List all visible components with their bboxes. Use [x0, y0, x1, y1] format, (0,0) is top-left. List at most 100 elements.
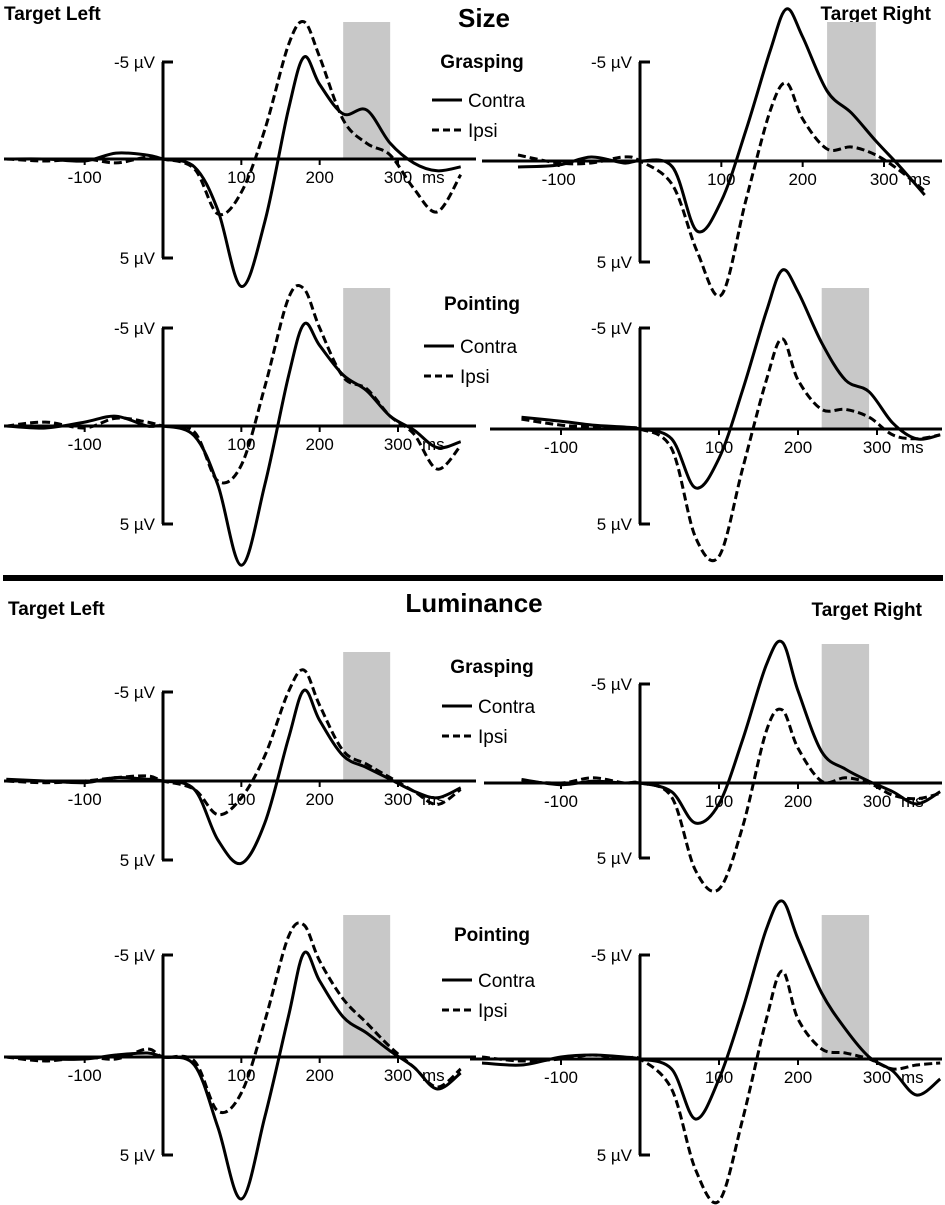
- x-tick-label: 200: [305, 168, 333, 187]
- x-tick-label: -100: [68, 790, 102, 809]
- x-tick-label: 200: [305, 435, 333, 454]
- x-tick-label: 300: [384, 1066, 412, 1085]
- x-tick-label: 100: [227, 435, 255, 454]
- x-tick-label: 200: [305, 790, 333, 809]
- ipsi-trace: [521, 337, 941, 563]
- analysis-window: [821, 915, 870, 1059]
- y-tick-label: 5 µV: [597, 515, 633, 534]
- legend-ipsi-label: Ipsi: [478, 727, 508, 748]
- x-unit-label: ms: [901, 438, 924, 457]
- condition-label-size-pointing: Pointing: [444, 294, 520, 315]
- y-tick-label: -5 µV: [591, 946, 633, 965]
- target-left-label-size: Target Left: [4, 4, 101, 25]
- x-tick-label: 200: [784, 792, 812, 811]
- ipsi-trace: [6, 668, 462, 817]
- legend-ipsi-label: Ipsi: [478, 1001, 508, 1022]
- analysis-window: [343, 288, 391, 426]
- legend-contra-label: Contra: [460, 337, 517, 358]
- x-tick-label: 300: [863, 438, 891, 457]
- y-tick-label: -5 µV: [114, 319, 156, 338]
- ipsi-trace: [481, 969, 941, 1205]
- contra-trace: [6, 950, 462, 1201]
- x-tick-label: 100: [705, 438, 733, 457]
- y-tick-label: 5 µV: [120, 515, 156, 534]
- analysis-window: [343, 22, 391, 159]
- condition-label-luminance-pointing: Pointing: [454, 925, 530, 946]
- x-tick-label: 200: [784, 1068, 812, 1087]
- y-tick-label: 5 µV: [597, 849, 633, 868]
- x-unit-label: ms: [901, 1068, 924, 1087]
- legend-contra-label: Contra: [468, 91, 525, 112]
- x-tick-label: 300: [863, 1068, 891, 1087]
- x-unit-label: ms: [422, 168, 445, 187]
- erp-panel: -5 µV 5 µV -100 100 200 300 ms: [4, 20, 476, 288]
- section-title-luminance: Luminance: [405, 588, 542, 618]
- x-tick-label: 300: [870, 170, 898, 189]
- x-tick-label: 200: [784, 438, 812, 457]
- contra-trace: [521, 268, 941, 490]
- analysis-window: [827, 22, 876, 161]
- x-tick-label: 100: [227, 1066, 255, 1085]
- x-tick-label: 300: [384, 435, 412, 454]
- section-divider: [3, 575, 943, 581]
- contra-trace: [517, 7, 926, 234]
- legend-size-grasping: Contra Ipsi: [432, 91, 525, 142]
- y-tick-label: 5 µV: [597, 1146, 633, 1165]
- erp-panel: -5 µV 5 µV -100 100 200 300 ms: [490, 268, 942, 563]
- analysis-window: [343, 652, 391, 781]
- y-tick-label: 5 µV: [120, 851, 156, 870]
- y-tick-label: -5 µV: [114, 946, 156, 965]
- legend-size-pointing: Contra Ipsi: [424, 337, 517, 388]
- y-tick-label: 5 µV: [597, 253, 633, 272]
- target-right-label-luminance: Target Right: [812, 600, 923, 621]
- x-tick-label: -100: [544, 438, 578, 457]
- legend-contra-label: Contra: [478, 971, 535, 992]
- analysis-window: [343, 915, 391, 1057]
- y-tick-label: -5 µV: [591, 53, 633, 72]
- x-tick-label: 200: [305, 1066, 333, 1085]
- section-title-size: Size: [458, 3, 510, 33]
- legend-luminance-grasping: Contra Ipsi: [442, 697, 535, 748]
- ipsi-trace: [517, 81, 926, 298]
- x-tick-label: 200: [788, 170, 816, 189]
- target-right-label-size: Target Right: [821, 4, 932, 25]
- x-tick-label: 300: [384, 790, 412, 809]
- contra-trace: [6, 55, 462, 288]
- legend-contra-label: Contra: [478, 697, 535, 718]
- ipsi-trace: [521, 707, 941, 893]
- legend-ipsi-label: Ipsi: [468, 121, 498, 142]
- ipsi-trace: [6, 283, 462, 485]
- x-tick-label: -100: [68, 435, 102, 454]
- x-tick-label: -100: [68, 1066, 102, 1085]
- x-tick-label: 300: [863, 792, 891, 811]
- y-tick-label: -5 µV: [114, 53, 156, 72]
- y-tick-label: 5 µV: [120, 1146, 156, 1165]
- erp-panels: -5 µV 5 µV -100 100 200 300 ms -5 µV 5 µV -100 100…: [4, 7, 942, 1205]
- legend-luminance-pointing: Contra Ipsi: [442, 971, 535, 1022]
- x-tick-label: 100: [227, 168, 255, 187]
- condition-label-size-grasping: Grasping: [440, 52, 523, 73]
- x-tick-label: 300: [384, 168, 412, 187]
- target-left-label-luminance: Target Left: [8, 599, 105, 620]
- condition-label-luminance-grasping: Grasping: [450, 657, 533, 678]
- legend-ipsi-label: Ipsi: [460, 367, 490, 388]
- x-tick-label: -100: [544, 1068, 578, 1087]
- ipsi-trace: [6, 20, 463, 217]
- y-tick-label: -5 µV: [591, 319, 633, 338]
- x-tick-label: -100: [68, 168, 102, 187]
- y-tick-label: -5 µV: [591, 675, 633, 694]
- ipsi-trace: [6, 921, 462, 1115]
- x-unit-label: ms: [422, 790, 445, 809]
- x-tick-label: -100: [542, 170, 576, 189]
- y-tick-label: 5 µV: [120, 249, 156, 268]
- x-tick-label: -100: [544, 792, 578, 811]
- contra-trace: [6, 688, 462, 866]
- y-tick-label: -5 µV: [114, 683, 156, 702]
